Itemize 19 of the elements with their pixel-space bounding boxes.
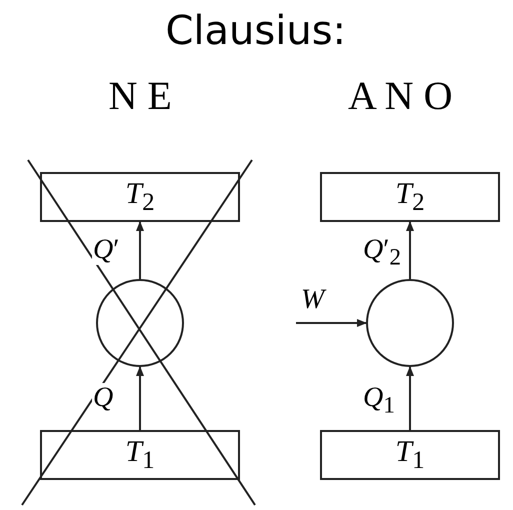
temperature-label: T$_{2}$ xyxy=(125,177,155,217)
column-heading: A N O xyxy=(348,72,452,119)
edge-label: Q xyxy=(92,382,114,412)
temperature-label: T$_{2}$ xyxy=(395,177,425,217)
column-heading: N E xyxy=(108,72,172,119)
reservoir-box xyxy=(320,430,500,480)
arrow xyxy=(136,221,144,279)
temperature-label: T$_{1}$ xyxy=(125,435,155,475)
arrow xyxy=(296,319,367,327)
diagram-title: Clausius: xyxy=(166,8,346,54)
engine-circle xyxy=(96,279,184,367)
reservoir-box xyxy=(40,172,240,222)
engine-circle xyxy=(366,279,454,367)
temperature-label: T$_{1}$ xyxy=(395,435,425,475)
reservoir-box xyxy=(40,430,240,480)
arrow xyxy=(406,221,414,279)
reservoir-box xyxy=(320,172,500,222)
arrow xyxy=(406,366,414,430)
arrow xyxy=(136,366,144,430)
